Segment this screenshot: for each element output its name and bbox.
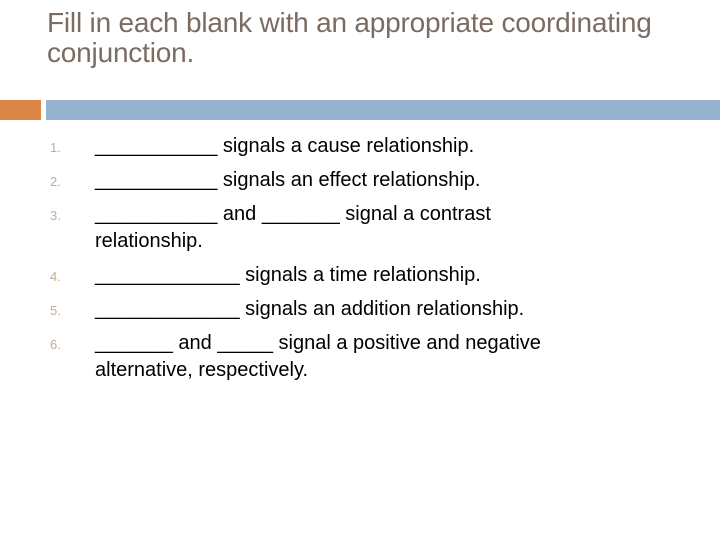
item-text: ___________ signals an effect relationsh… — [95, 167, 480, 194]
item-number: 1. — [50, 140, 61, 155]
accent-bar-orange-block — [0, 100, 41, 120]
page-title: Fill in each blank with an appropriate c… — [47, 7, 652, 68]
accent-bar-blue-block — [46, 100, 720, 120]
text-line: _____________ signals an addition relati… — [95, 298, 525, 320]
item-number: 3. — [50, 208, 61, 223]
item-text: _______ and _____ signal a positive and … — [95, 330, 541, 384]
text-line: ___________ signals an effect relationsh… — [95, 169, 481, 191]
text-line: _______ and _____ signal a positive and … — [95, 332, 541, 354]
list-item-2: 2. ___________ signals an effect relatio… — [50, 167, 690, 194]
question-list: 1. ___________ signals a cause relations… — [50, 133, 690, 391]
item-text: ___________ and _______ signal a contras… — [95, 201, 491, 255]
item-number: 6. — [50, 337, 61, 352]
item-text: ___________ signals a cause relationship… — [95, 133, 474, 160]
item-number: 5. — [50, 303, 61, 318]
text-line: ___________ signals a cause relationship… — [95, 135, 475, 157]
item-text: _____________ signals a time relationshi… — [95, 262, 481, 289]
list-item-1: 1. ___________ signals a cause relations… — [50, 133, 690, 160]
list-item-6: 6. _______ and _____ signal a positive a… — [50, 330, 690, 384]
item-number: 4. — [50, 269, 61, 284]
list-item-5: 5. _____________ signals an addition rel… — [50, 296, 690, 323]
list-item-3: 3. ___________ and _______ signal a cont… — [50, 201, 690, 255]
text-line: alternative, respectively. — [95, 359, 309, 381]
text-line: ___________ and _______ signal a contras… — [95, 203, 491, 225]
text-line: _____________ signals a time relationshi… — [95, 264, 481, 286]
item-text: _____________ signals an addition relati… — [95, 296, 524, 323]
item-number: 2. — [50, 174, 61, 189]
list-item-4: 4. _____________ signals a time relation… — [50, 262, 690, 289]
text-line: relationship. — [95, 230, 203, 252]
